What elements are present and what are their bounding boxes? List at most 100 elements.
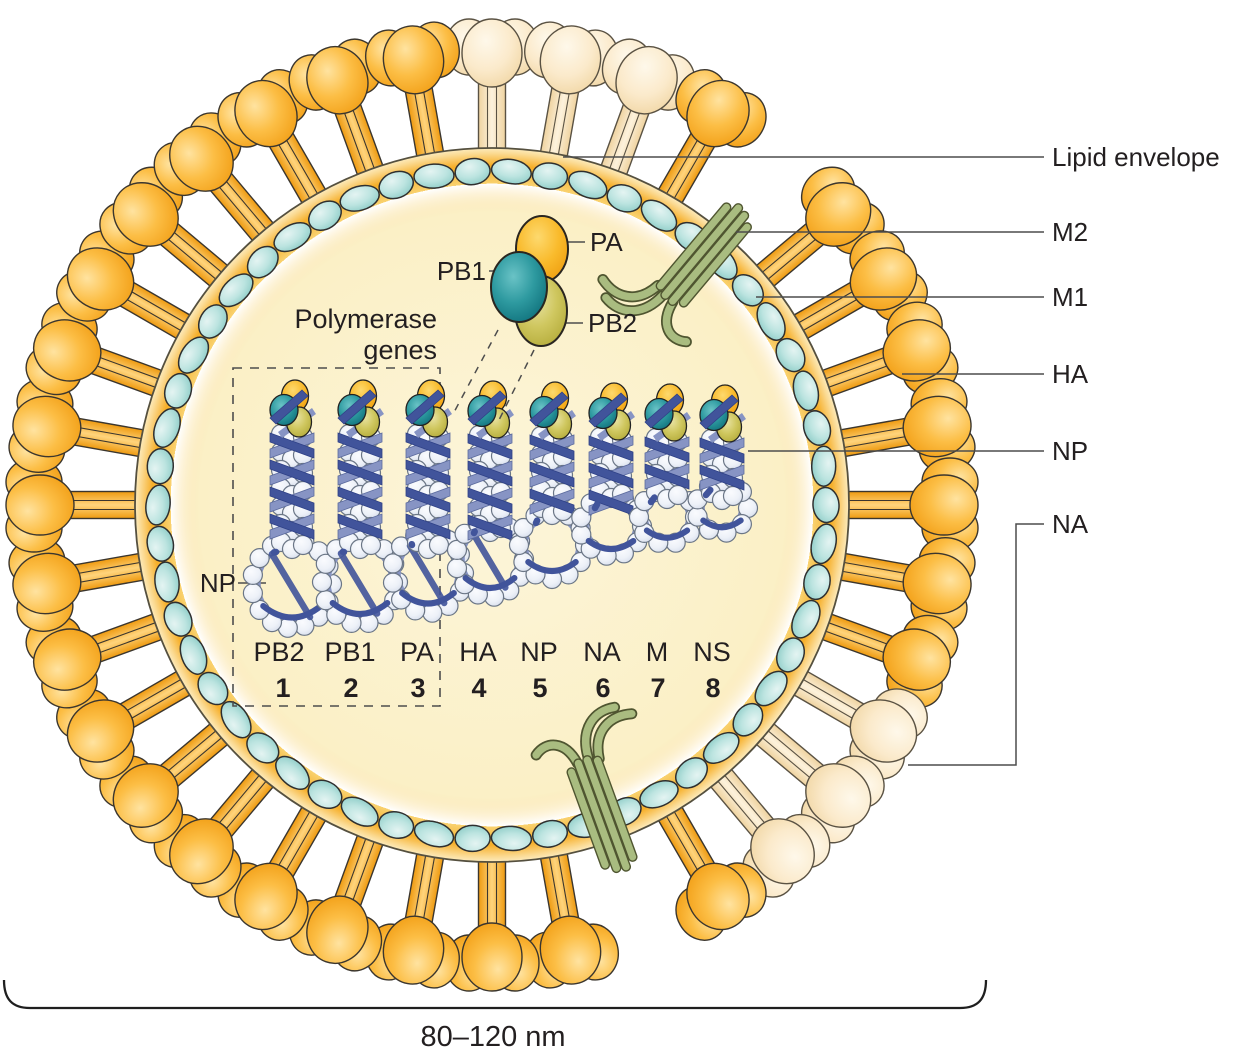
m2-ion-channel <box>597 202 752 348</box>
m1-matrix-bead <box>163 601 193 637</box>
m1-matrix-bead <box>378 810 415 840</box>
m1-matrix-bead <box>153 408 181 448</box>
segment-number: 2 <box>343 673 358 703</box>
m1-matrix-bead <box>340 796 379 827</box>
ha-spike <box>815 611 959 709</box>
segment-label: HA <box>459 637 497 667</box>
m1-matrix-bead <box>145 484 171 526</box>
m1-label: M1 <box>1052 282 1088 312</box>
segment-label: NA <box>583 637 621 667</box>
m1-matrix-bead <box>775 337 806 373</box>
m1-matrix-bead <box>179 634 208 675</box>
m1-matrix-bead <box>307 779 343 810</box>
segment-number: 5 <box>532 673 547 703</box>
ha-spike <box>444 854 540 992</box>
m1-matrix-bead <box>246 245 279 279</box>
size-label: 80–120 nm <box>420 1021 565 1053</box>
ha-spike <box>56 667 197 780</box>
spike-layer <box>5 18 979 992</box>
m1-matrix-bead <box>146 447 175 485</box>
polymerase-complex: PA PB1 PB2 <box>437 215 637 347</box>
m1-matrix-bead <box>731 274 764 307</box>
ha-spike <box>99 718 234 844</box>
segment-labels: PB2 PB1 PA HA NP NA M NS 1 2 3 4 5 6 7 8 <box>253 637 730 703</box>
na-spike <box>787 667 928 780</box>
ha-spike <box>364 21 460 164</box>
na-spike <box>444 18 540 156</box>
m2-label: M2 <box>1052 217 1088 247</box>
ha-label: HA <box>1052 359 1089 389</box>
m1-matrix-bead <box>775 637 806 673</box>
m1-matrix-bead <box>413 163 455 189</box>
segment-number: 7 <box>650 673 665 703</box>
ha-spike <box>815 301 959 399</box>
m1-matrix-bead <box>246 732 280 764</box>
m1-matrix-bead <box>802 410 832 446</box>
m1-matrix-bead <box>413 820 455 848</box>
m1-matrix-bead <box>531 819 569 848</box>
segment-label: NS <box>693 637 731 667</box>
segment-number: 1 <box>275 673 290 703</box>
m1-matrix-bead <box>218 273 254 308</box>
m1-matrix-bead <box>639 780 679 809</box>
na-spike <box>598 38 696 182</box>
rnp-segment-PB1 <box>311 379 409 634</box>
ha-spike <box>654 69 767 210</box>
m1-matrix-bead <box>177 336 210 374</box>
np-inner-label: NP <box>200 568 236 598</box>
m1-matrix-bead <box>454 824 491 853</box>
m1-matrix-bead <box>702 731 740 764</box>
na-leader-line <box>908 523 1044 766</box>
pb1-label: PB1 <box>437 256 486 286</box>
rnp-segment-NA <box>571 382 653 566</box>
m1-matrix-bead <box>754 670 788 707</box>
m1-matrix-bead <box>531 162 569 190</box>
m1-matrix-bead <box>810 445 837 487</box>
ha-spike <box>654 800 767 941</box>
ha-spike <box>8 377 151 473</box>
ha-spike <box>288 38 386 182</box>
m1-matrix-bead <box>732 702 764 737</box>
ha-spike <box>5 457 143 553</box>
ha-spike <box>25 611 169 709</box>
segment-label: NP <box>520 637 558 667</box>
segment-label: PB1 <box>324 637 375 667</box>
m1-matrix-bead <box>273 221 312 253</box>
segment-number: 8 <box>705 673 720 703</box>
pb2-label: PB2 <box>588 308 637 338</box>
segment-number: 4 <box>471 673 486 703</box>
m1-matrix-bead <box>490 825 533 852</box>
size-bracket <box>2 979 988 1010</box>
pa-label: PA <box>590 227 623 257</box>
m1-matrix-bead <box>810 523 838 565</box>
m1-matrix-bead <box>275 755 310 790</box>
m1-matrix-bead <box>812 486 840 524</box>
m1-matrix-bead <box>308 200 342 232</box>
right-labels: Lipid envelope M2 M1 HA NP NA <box>563 142 1220 766</box>
segment-number: 3 <box>410 673 425 703</box>
m1-matrix-bead <box>454 157 491 186</box>
m1-matrix-bead <box>197 304 228 339</box>
m1-matrix-bead <box>146 525 175 562</box>
rnp-segment-layer <box>242 379 759 638</box>
m1-matrix-bead <box>339 184 380 212</box>
pb1-subunit <box>490 251 548 323</box>
m1-matrix-bead <box>803 563 831 601</box>
segment-label: PA <box>400 637 434 667</box>
m1-matrix-bead <box>197 671 229 706</box>
rnp-segment-NS <box>687 384 759 543</box>
polymerase-genes-title-line2: genes <box>363 335 437 365</box>
m1-matrix-bead <box>756 302 786 341</box>
ha-spike <box>841 457 979 553</box>
m1-matrix-bead <box>220 700 252 739</box>
lipid-envelope-label: Lipid envelope <box>1052 142 1220 172</box>
m1-matrix-bead <box>606 183 643 213</box>
m1-matrix-bead <box>792 370 820 412</box>
segment-label: PB2 <box>253 637 304 667</box>
na-spike <box>750 718 885 844</box>
m2-ion-channel <box>530 701 638 874</box>
na-label: NA <box>1052 509 1089 539</box>
m1-matrix-bead <box>791 599 821 639</box>
